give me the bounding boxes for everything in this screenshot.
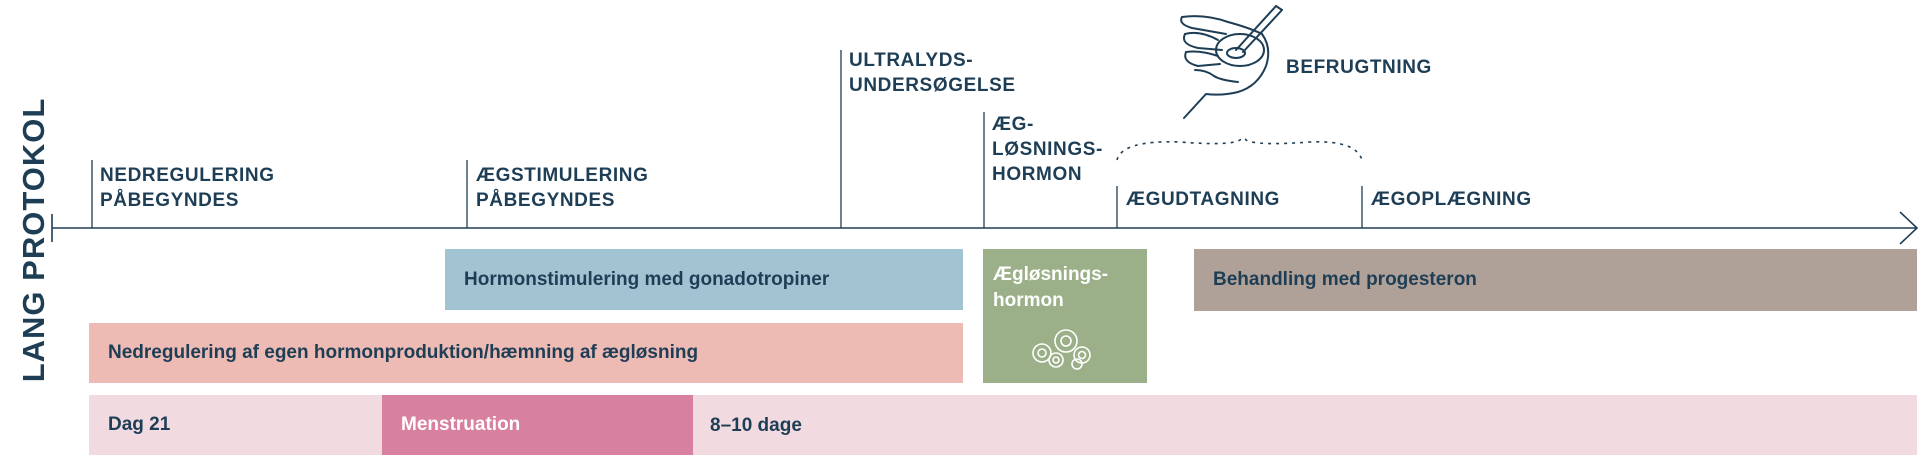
befrugtning-brace: [1116, 137, 1363, 161]
gonadotropin-bar: Hormonstimulering med gonadotropiner: [445, 249, 963, 310]
befrugtning-label: BEFRUGTNING: [1286, 57, 1432, 78]
milestone-label-aegoplaegning: ÆGOPLÆGNING: [1371, 189, 1532, 210]
aegloesningshormon-bar: Ægløsnings- hormon: [983, 249, 1147, 383]
milestone-label-nedregulering: NEDREGULERING PÅBEGYNDES: [100, 165, 275, 211]
milestone-label-aegudtagning: ÆGUDTAGNING: [1126, 189, 1281, 210]
aegloesningshormon-bar-label: Ægløsnings- hormon: [993, 264, 1109, 311]
timeline-arrow-icon: [1899, 211, 1919, 245]
gonadotropin-bar-label: Hormonstimulering med gonadotropiner: [464, 268, 830, 290]
cycle-row: Dag 21: [89, 395, 1917, 455]
milestone-label-aegstimulering: ÆGSTIMULERING PÅBEGYNDES: [476, 165, 649, 211]
menstruation-label: Menstruation: [401, 414, 521, 435]
progesteron-bar-label: Behandling med progesteron: [1213, 269, 1477, 290]
egg-cells-icon: [1032, 329, 1091, 370]
nedregulering-bar: Nedregulering af egen hormonproduktion/h…: [89, 323, 963, 383]
menstruation-bar: Menstruation: [382, 395, 693, 455]
hand-pipette-icon: [1180, 5, 1283, 119]
milestone-label-ultralyd: ULTRALYDS- UNDERSØGELSE: [849, 50, 1016, 96]
nedregulering-bar-label: Nedregulering af egen hormonproduktion/h…: [108, 342, 699, 363]
dag21-label: Dag 21: [108, 414, 171, 435]
days-label: 8–10 dage: [710, 415, 802, 436]
milestone-label-aegloesningshormon: ÆG- LØSNINGS- HORMON: [992, 114, 1103, 185]
progesteron-bar: Behandling med progesteron: [1194, 249, 1917, 311]
